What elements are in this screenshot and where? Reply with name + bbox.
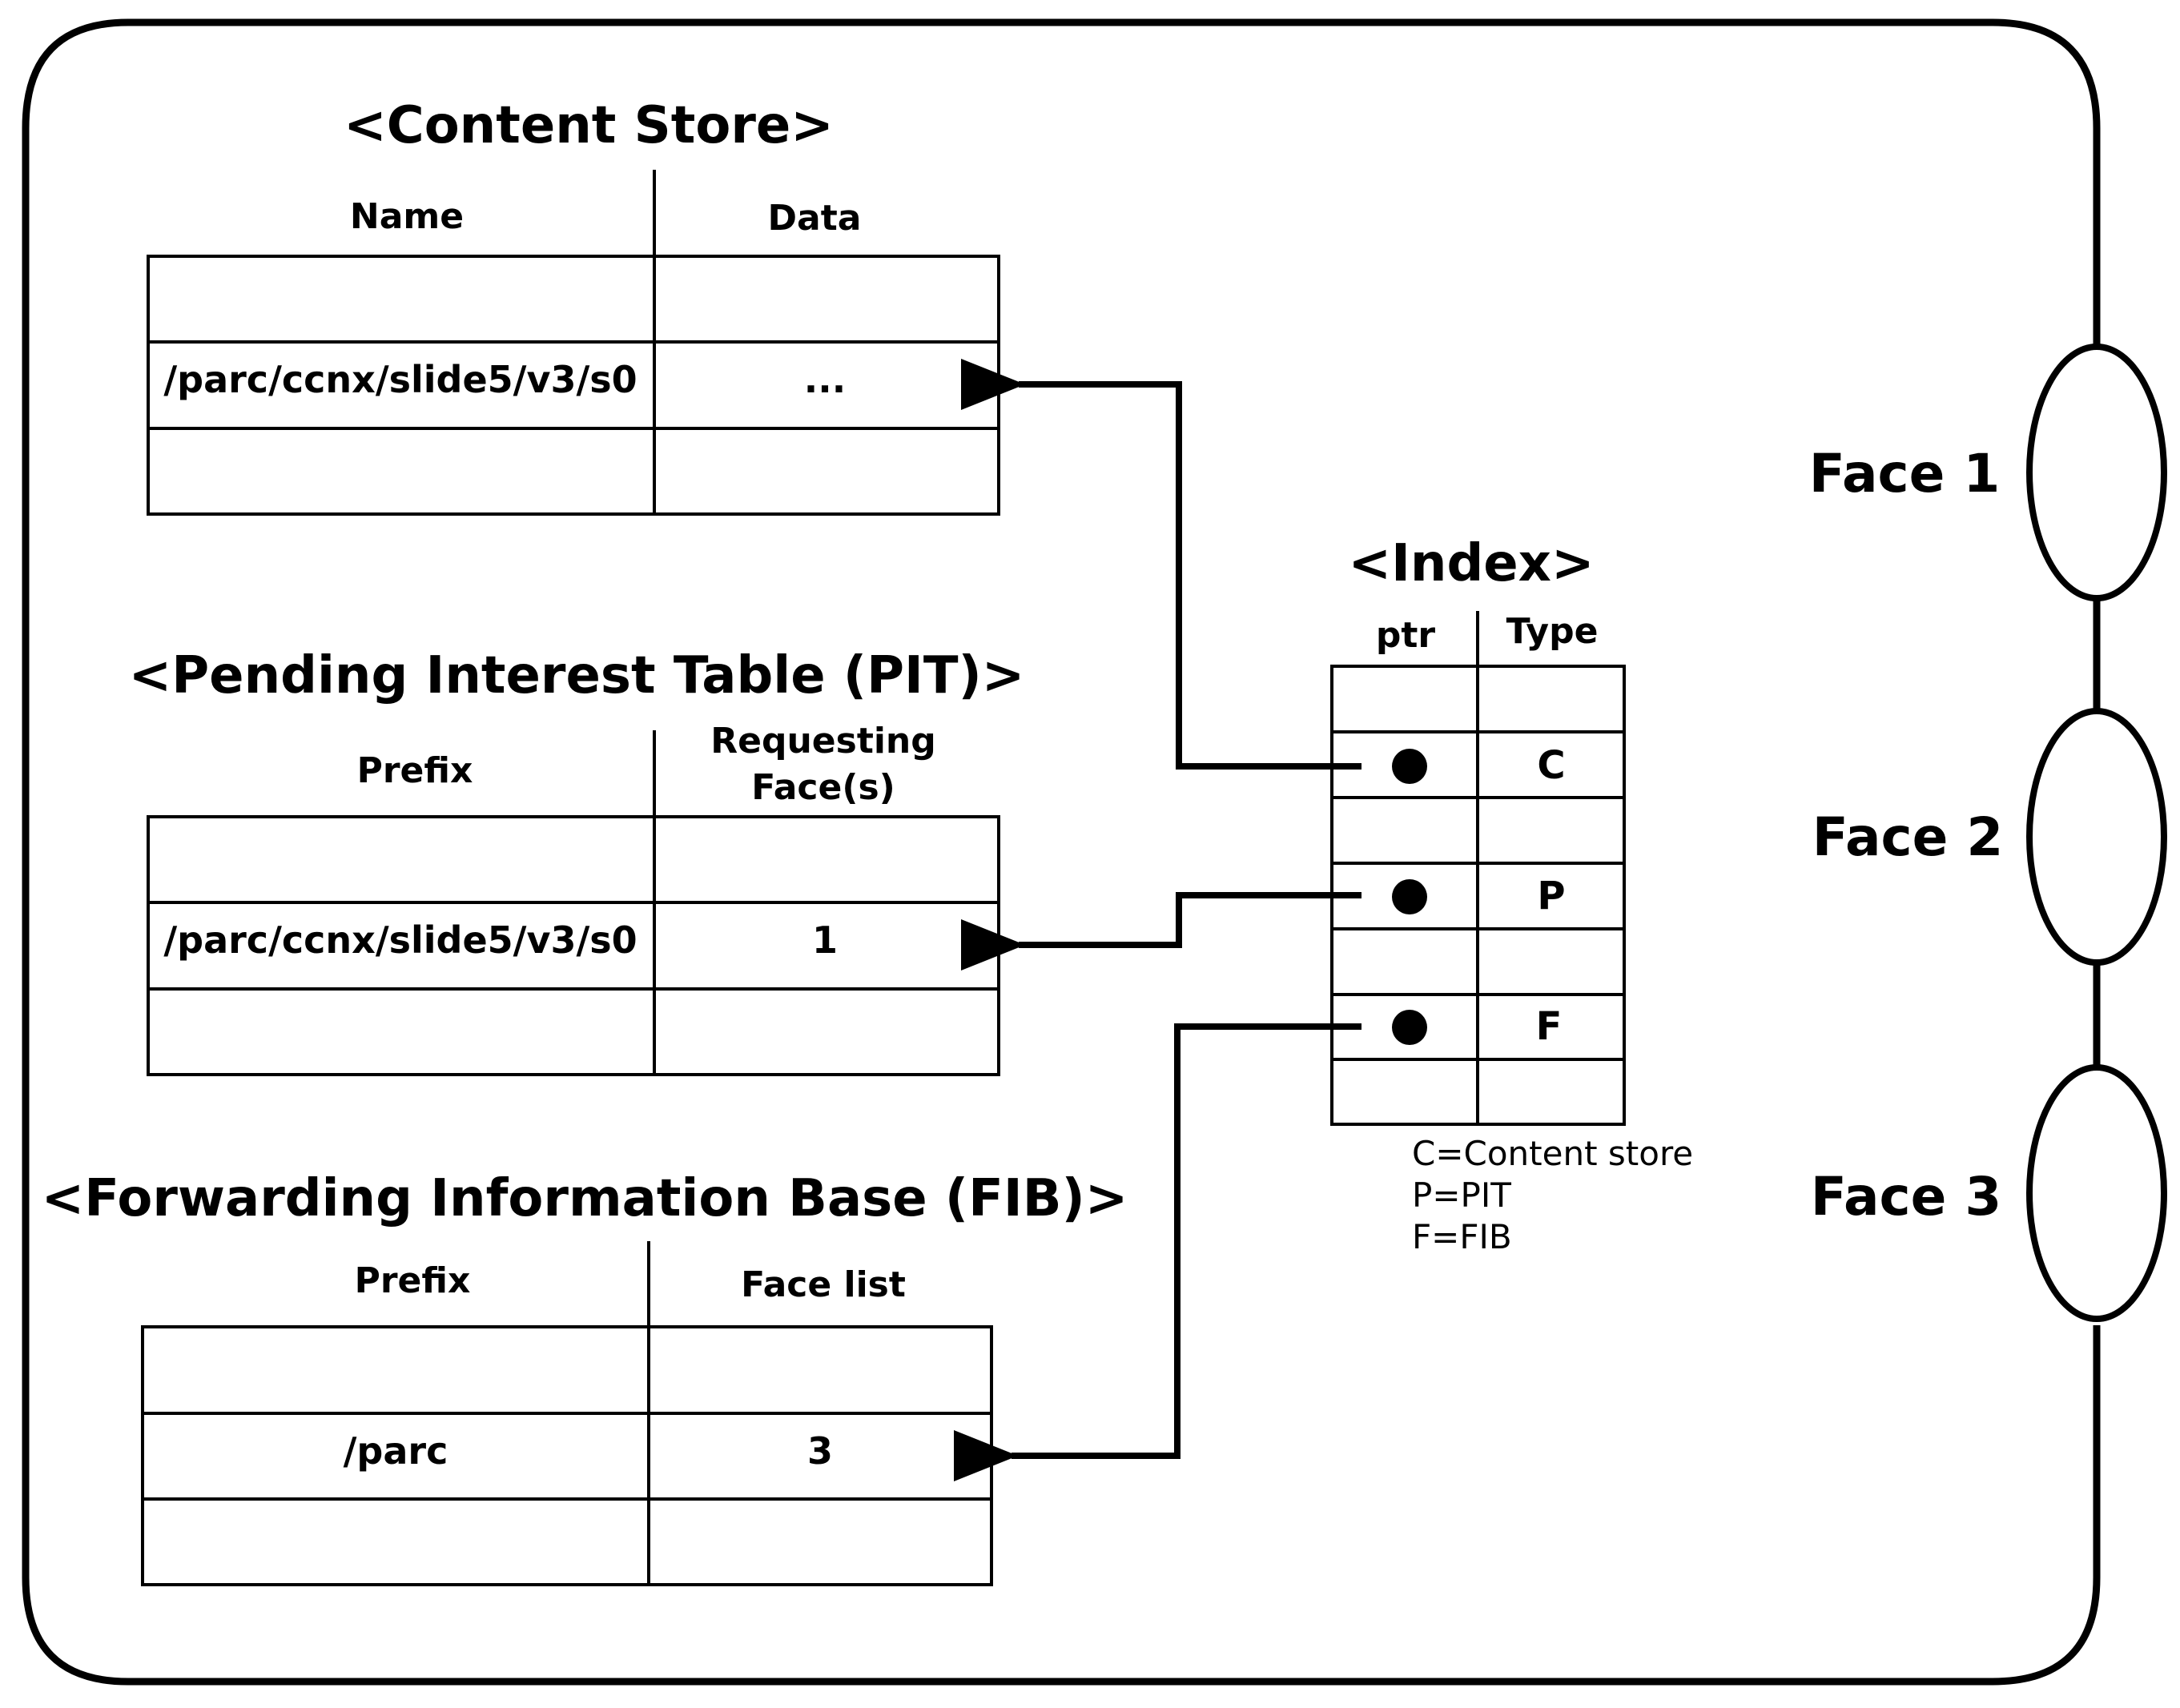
index-legend-p: P=PIT (1412, 1176, 1511, 1215)
fib-prefix-header: Prefix (354, 1260, 471, 1301)
pit-requesting-faces-header: Requesting Face(s) (710, 721, 936, 808)
index-type-header: Type (1506, 611, 1599, 652)
arrow-to-pit (961, 892, 1361, 971)
content-store-name-header: Name (349, 196, 465, 237)
index-ptr-header: ptr (1375, 615, 1436, 656)
fib-prefix-cell: /parc (343, 1429, 448, 1473)
pointer-dot-p (1392, 879, 1427, 914)
face-3-port (2026, 1064, 2167, 1322)
pit-prefix-header: Prefix (356, 750, 473, 791)
arrow-to-fib (954, 1023, 1361, 1481)
content-store-title: <Content Store> (344, 96, 834, 155)
content-store-name-cell: /parc/ccnx/slide5/v3/s0 (163, 358, 638, 401)
content-store-data-header: Data (767, 198, 862, 239)
fib-title: <Forwarding Information Base (FIB)> (41, 1169, 1128, 1228)
index-title: <Index> (1348, 534, 1595, 593)
fib-faces-cell: 3 (806, 1429, 834, 1473)
face-2-port (2026, 708, 2167, 966)
pointer-dot-c (1392, 749, 1427, 784)
fib-face-list-header: Face list (741, 1264, 906, 1305)
index-type-f: F (1535, 1004, 1563, 1049)
content-store-table (147, 170, 1000, 516)
face-1-label: Face 1 (1808, 443, 2001, 504)
index-type-p: P (1537, 874, 1566, 918)
pointer-dot-f (1392, 1010, 1427, 1045)
index-type-c: C (1537, 743, 1566, 788)
index-legend-c: C=Content store (1412, 1134, 1694, 1173)
face-1-port (2026, 344, 2167, 601)
node-boundary (22, 18, 2101, 1686)
index-table (1330, 611, 1626, 1126)
index-legend-f: F=FIB (1412, 1217, 1512, 1256)
content-store-data-cell: ... (803, 358, 847, 401)
pit-faces-cell: 1 (811, 918, 839, 962)
face-3-label: Face 3 (1810, 1166, 2002, 1228)
arrow-to-content-store (961, 359, 1361, 770)
pit-prefix-cell: /parc/ccnx/slide5/v3/s0 (163, 918, 638, 962)
face-2-label: Face 2 (1812, 806, 2004, 868)
pit-title: <Pending Interest Table (PIT)> (128, 646, 1025, 705)
